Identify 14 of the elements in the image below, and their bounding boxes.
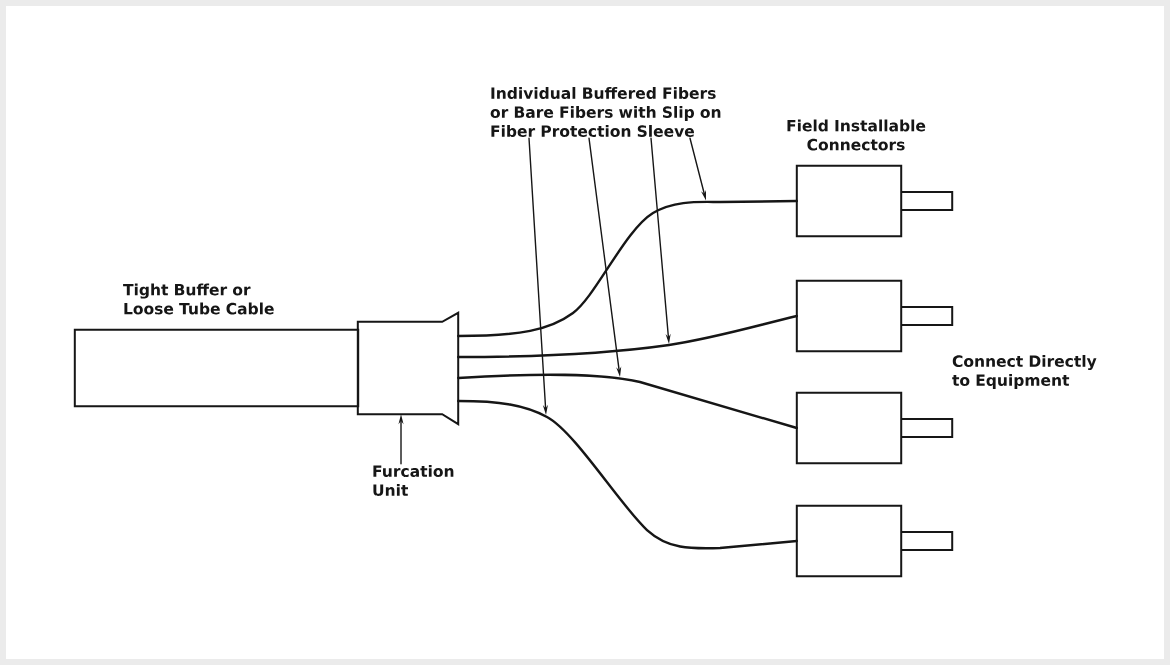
callout-label: Furcation Unit	[373, 465, 454, 496]
caption-label: Field Installable Connectors	[787, 119, 926, 151]
connector	[795, 279, 954, 353]
callout-label: Individual Buffered Fibers or Bare Fibers with Slip on Fiber Protection Sleeve	[490, 87, 721, 137]
connector	[795, 391, 954, 465]
fiber	[457, 314, 798, 359]
fiber	[457, 199, 798, 338]
furcation-unit	[356, 311, 460, 426]
cable-label: Tight Buffer or Loose Tube Cable	[123, 283, 274, 315]
connector	[795, 164, 954, 238]
fiber	[457, 373, 798, 430]
fiber	[457, 399, 798, 550]
connector	[795, 504, 954, 578]
note-label: Connect Directly to Equipment	[952, 355, 1097, 389]
